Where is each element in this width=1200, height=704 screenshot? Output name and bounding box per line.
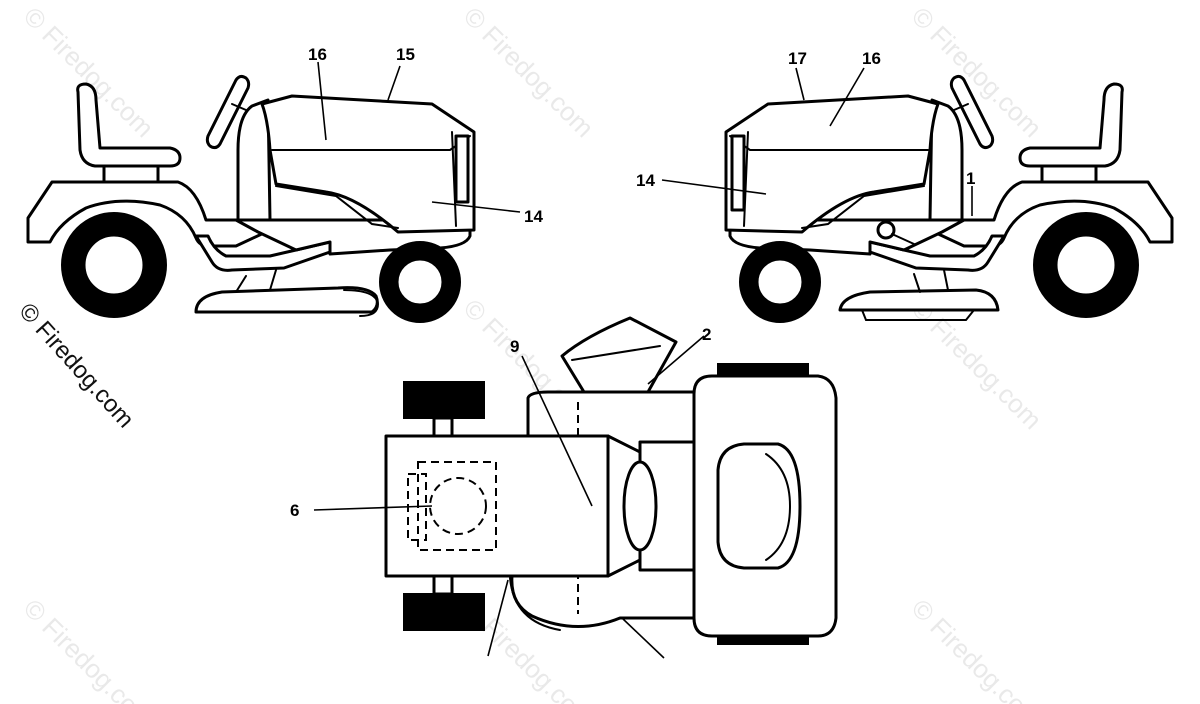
front-wheel	[379, 241, 461, 323]
rear-fender	[26, 180, 268, 248]
leader-2	[647, 335, 705, 385]
rear-wheel	[61, 212, 167, 318]
watermark-text: © Firedog.com	[18, 593, 160, 704]
leader-15	[387, 65, 401, 101]
watermark-text: © Firedog.com	[906, 593, 1048, 704]
callout-9: 9	[510, 337, 519, 356]
lift-lever-knob	[876, 220, 896, 240]
seat-back	[76, 82, 182, 168]
leader-17	[795, 67, 805, 101]
mower-deck	[194, 286, 379, 314]
discharge-chute	[560, 316, 678, 394]
leader-16-right	[829, 67, 865, 127]
headlight-grille	[730, 134, 746, 212]
watermark-text-dark: © Firedog.com	[14, 298, 140, 433]
mower-deck	[838, 288, 1000, 312]
air-cleaner-outline	[429, 477, 487, 535]
chute-fold	[571, 345, 661, 361]
tractor-top-view: 9 2 6	[290, 316, 838, 659]
leader-9	[521, 355, 593, 507]
dash-tower	[928, 98, 964, 222]
callout-6: 6	[290, 501, 299, 520]
lift-lever	[891, 233, 915, 245]
leader-14-left	[431, 201, 521, 213]
hood-side-line	[801, 185, 925, 229]
callout-15: 15	[396, 45, 415, 64]
watermark-text: © Firedog.com	[458, 1, 600, 143]
tractor-left-side-view: 16 15 14	[26, 45, 543, 323]
callout-14-right: 14	[636, 171, 655, 190]
steering-shaft	[231, 103, 247, 111]
seat-back-edge	[765, 453, 792, 561]
steering-wheel	[949, 74, 995, 150]
rear-fender	[932, 180, 1174, 248]
front-tire-bottom	[403, 593, 485, 631]
seat-post	[1040, 164, 1098, 184]
callout-16-left: 16	[308, 45, 327, 64]
seat-post	[102, 164, 160, 184]
callout-16-right: 16	[862, 49, 881, 68]
front-tire-top	[403, 381, 485, 419]
deck-skirt	[861, 309, 975, 321]
callout-17: 17	[788, 49, 807, 68]
rear-wheel	[1033, 212, 1139, 318]
leader-16-left	[317, 61, 327, 141]
callout-2: 2	[702, 325, 711, 344]
leader-6	[313, 505, 433, 511]
hood-nose-line	[451, 131, 457, 227]
hood-side-line	[275, 185, 399, 229]
leader-extra-2	[621, 617, 665, 659]
hood	[260, 94, 476, 234]
callout-1: 1	[966, 169, 975, 188]
tractor-right-side-view: 17 16 14 1	[636, 49, 1174, 323]
leader-14-right	[661, 179, 767, 195]
steering-wheel-top	[622, 460, 658, 552]
front-wheel	[739, 241, 821, 323]
seat-back	[1018, 82, 1124, 168]
deck-hanger	[913, 269, 949, 293]
leader-extra-1	[487, 579, 509, 657]
headlight-grille	[454, 134, 470, 204]
dash-tower	[236, 98, 272, 222]
watermark-text: © Firedog.com	[906, 293, 1048, 435]
steering-wheel	[205, 74, 251, 150]
seat-top	[716, 442, 802, 570]
steering-shaft	[953, 103, 969, 111]
callout-14-left: 14	[524, 207, 543, 226]
deck-cut-arc	[509, 577, 561, 631]
deck-hanger	[235, 269, 277, 293]
deck-discharge	[343, 289, 380, 317]
hood	[724, 94, 940, 234]
front-axle-stub	[432, 574, 454, 596]
